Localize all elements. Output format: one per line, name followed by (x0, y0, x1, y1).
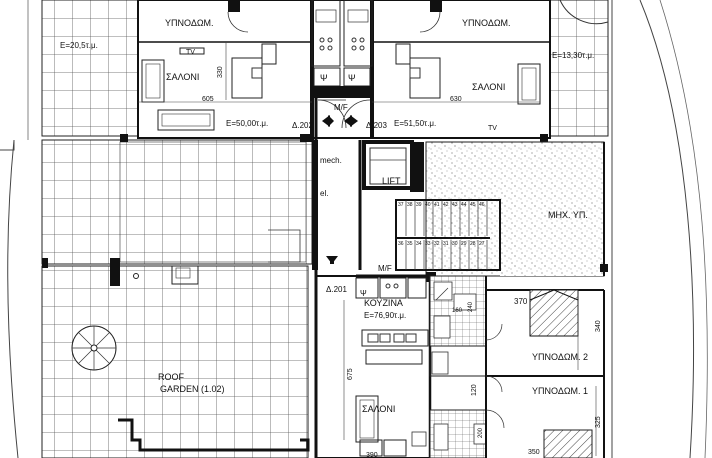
label-living-left: ΣΑΛΟΝΙ (166, 72, 199, 82)
label-dim-200: 200 (478, 427, 484, 438)
label-mf-top: M/F (334, 103, 348, 112)
label-dim-605: 605 (202, 96, 214, 103)
stair-step-29: 29 (461, 241, 467, 247)
label-tv-top: TV (186, 49, 195, 56)
label-area-kitchen: E=76,90τ.μ. (364, 311, 406, 320)
label-roof-garden-1: ROOF (158, 372, 185, 382)
label-dim-240: 240 (468, 301, 474, 312)
label-apt-202: Δ.202 (292, 121, 313, 130)
label-roof-garden-2: GARDEN (1.02) (160, 384, 225, 394)
stair-step-43: 43 (452, 202, 458, 208)
label-psi-left: Ψ (320, 73, 328, 83)
label-bedroom-top-right: ΥΠΝΟΔΩΜ. (462, 18, 511, 28)
label-area-apt-202: E=50,00τ.μ. (226, 119, 268, 128)
label-dim-120: 120 (471, 384, 478, 396)
label-dim-330: 330 (217, 66, 224, 78)
label-area-right-terrace: E=13,30τ.μ. (552, 51, 594, 60)
label-dim-630: 630 (450, 96, 462, 103)
stair-step-35: 35 (407, 241, 413, 247)
label-el: el. (320, 189, 328, 198)
label-psi-right: Ψ (348, 73, 356, 83)
stair-step-33: 33 (425, 241, 431, 247)
label-dim-340: 340 (595, 320, 602, 332)
label-area-apt-203: E=51,50τ.μ. (394, 119, 436, 128)
stair-step-36: 36 (398, 241, 404, 247)
label-apt-203: Δ.203 (366, 121, 387, 130)
label-dim-325: 325 (595, 416, 602, 428)
label-living-right: ΣΑΛΟΝΙ (472, 82, 505, 92)
label-living-bottom: ΣΑΛΟΝΙ (362, 404, 395, 414)
stair-step-44: 44 (461, 202, 467, 208)
label-tv-mid: TV (488, 125, 497, 132)
label-mf-bottom: M/F (378, 264, 392, 273)
stair-step-42: 42 (443, 202, 449, 208)
stair-step-39: 39 (416, 202, 422, 208)
label-apt-201: Δ.201 (326, 285, 347, 294)
label-dim-350: 350 (528, 449, 540, 456)
stair-step-46: 46 (479, 202, 485, 208)
label-dim-370: 370 (514, 297, 528, 306)
label-mech: mech. (320, 156, 342, 165)
stair-step-27: 27 (479, 241, 485, 247)
label-psi-bottom: Ψ (360, 289, 367, 298)
stair-step-28: 28 (470, 241, 476, 247)
stair-step-45: 45 (470, 202, 476, 208)
label-kitchen: ΚΟΥΖΙΝΑ (364, 298, 403, 308)
label-area-left-terrace: E=20,5τ.μ. (60, 41, 98, 50)
label-bedroom-2: ΥΠΝΟΔΩΜ. 2 (532, 352, 588, 362)
label-mech-room: ΜΗΧ. ΥΠ. (548, 210, 588, 220)
stair-step-38: 38 (407, 202, 413, 208)
stair-step-41: 41 (434, 202, 440, 208)
label-bedroom-1: ΥΠΝΟΔΩΜ. 1 (532, 386, 588, 396)
stair-step-32: 32 (434, 241, 440, 247)
stair-step-30: 30 (452, 241, 458, 247)
stair-step-40: 40 (425, 202, 431, 208)
label-lift: LIFT (382, 176, 401, 186)
label-bedroom-top-left: ΥΠΝΟΔΩΜ. (165, 18, 214, 28)
stair-step-37: 37 (398, 202, 404, 208)
label-dim-390: 390 (366, 452, 378, 458)
label-dim-675: 675 (347, 368, 354, 380)
label-dim-160: 160 (452, 308, 463, 314)
stair-step-31: 31 (443, 241, 449, 247)
stair-step-34: 34 (416, 241, 422, 247)
